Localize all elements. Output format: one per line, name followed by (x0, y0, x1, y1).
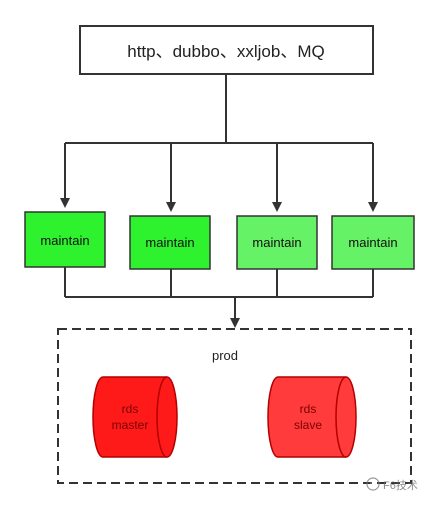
service-box-1-shape (24, 211, 106, 268)
database-master-label-line2: master (112, 418, 149, 432)
watermark-text: F6技术 (383, 479, 418, 492)
database-slave-label-line1: rds (300, 402, 317, 416)
service-box-2: maintain (129, 215, 211, 270)
entry-protocols-label: http、dubbo、xxljob、MQ (127, 42, 324, 61)
service-box-2-label: maintain (145, 235, 194, 250)
prod-group-border (57, 328, 412, 484)
wechat-icon-dot (370, 482, 372, 484)
watermark: F6技术 (366, 477, 418, 492)
fan-out-connectors (60, 74, 378, 212)
service-box-4-shape (331, 215, 415, 270)
entry-protocols-box (79, 25, 374, 75)
database-master-body (92, 376, 178, 458)
database-slave-label-line2: slave (294, 418, 322, 432)
service-box-3-label: maintain (252, 235, 301, 250)
database-master: rds master (92, 376, 178, 458)
service-box-4-label: maintain (348, 235, 397, 250)
service-box-2-shape (129, 215, 211, 270)
service-box-1: maintain (24, 211, 106, 268)
prod-group-label: prod (212, 348, 238, 363)
database-master-label-line1: rds (122, 402, 139, 416)
wechat-icon (366, 477, 380, 491)
service-box-1-label: maintain (40, 233, 89, 248)
database-slave-front-rim (335, 376, 347, 458)
service-box-3: maintain (236, 215, 318, 270)
fan-in-connectors (64, 267, 374, 328)
database-slave: rds slave (267, 376, 357, 458)
service-box-4: maintain (331, 215, 415, 270)
database-master-front-rim (156, 376, 168, 458)
database-slave-body (267, 376, 357, 458)
